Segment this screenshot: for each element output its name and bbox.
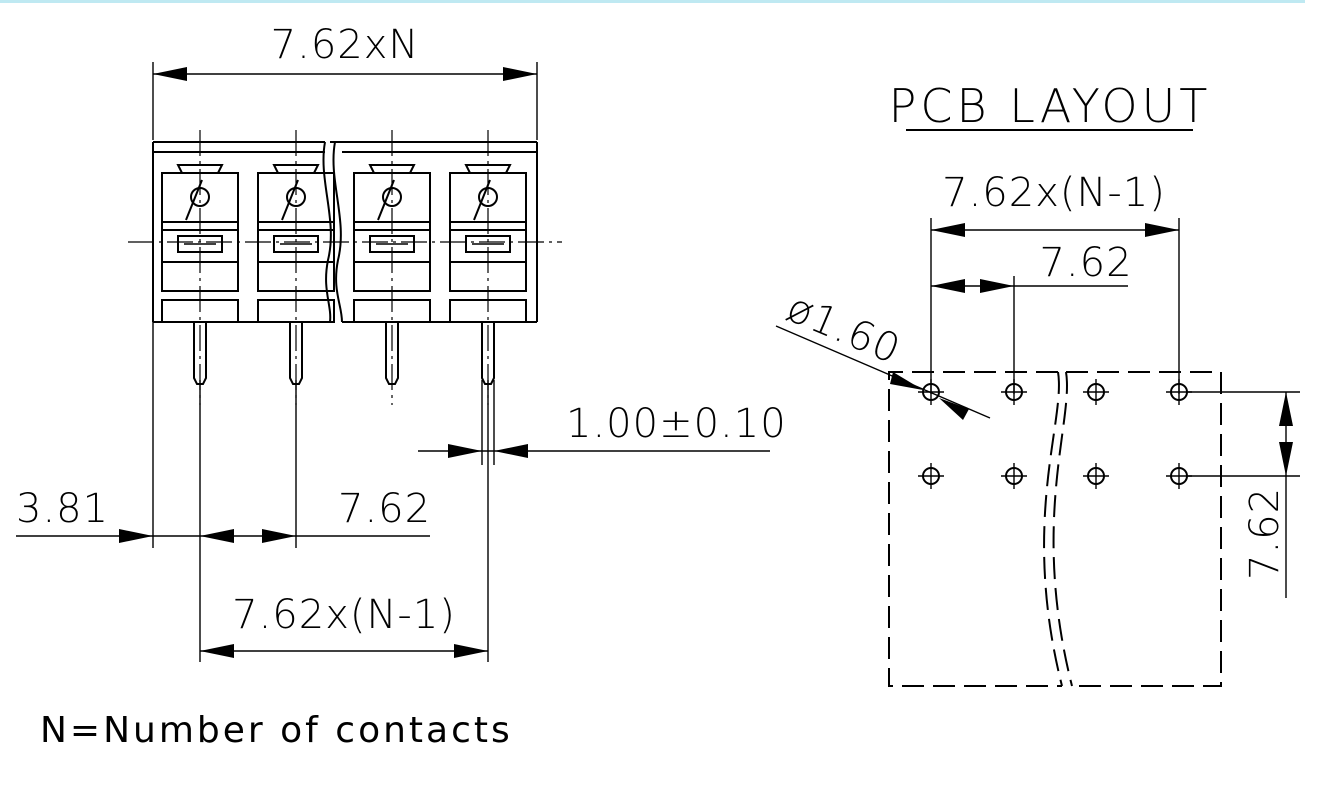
wire-clamp-slot [374, 240, 410, 246]
note-text: N=Number of contacts [40, 710, 513, 751]
board-outline-left [888, 371, 1062, 687]
arrowhead [931, 279, 965, 293]
arrowhead [262, 529, 296, 543]
pin-diameter-label: 1.00±0.10 [566, 401, 787, 447]
contact-cell [353, 130, 431, 405]
arrowhead [119, 529, 153, 543]
arrowhead [939, 398, 969, 420]
pitch-label: 7.62 [338, 486, 431, 532]
arrowhead [153, 67, 187, 81]
arrowhead [200, 529, 234, 543]
screw-tab [272, 164, 320, 174]
arrowhead [448, 444, 482, 458]
arrowhead [1279, 442, 1293, 476]
overall-width-label: 7.62xN [271, 22, 420, 68]
contact-cell [257, 130, 335, 405]
wire-clamp-slot [278, 240, 314, 246]
arrowhead [1279, 392, 1293, 426]
arrowhead [931, 223, 965, 237]
arrowhead [980, 279, 1014, 293]
contact-cell [161, 130, 239, 405]
screw-slot [185, 179, 203, 221]
hole-pitch-label: 7.62 [1039, 240, 1132, 286]
pcb-hole [1083, 463, 1109, 489]
arrowhead [200, 644, 234, 658]
arrowhead [890, 372, 923, 390]
pcb-layout-view: PCB LAYOUT 7.62x(N-1) 7.62 ø1.60 [775, 79, 1300, 687]
pcb-hole [1001, 379, 1027, 405]
pcb-hole [918, 463, 944, 489]
arrowhead [503, 67, 537, 81]
wire-clamp-slot [182, 240, 218, 246]
contact-cell [449, 130, 527, 405]
pcb-hole [918, 379, 944, 405]
break-curve [1052, 371, 1073, 687]
screw-tab [176, 164, 224, 174]
terminal-block-front-view: 7.62xN 3.81 7.62 7.62x(N-1) [16, 22, 787, 662]
screw-slot [473, 179, 491, 221]
hole-diameter-label: ø1.60 [780, 285, 907, 374]
break-line [322, 141, 332, 323]
wire-clamp-slot [470, 240, 506, 246]
pin-span-label: 7.62x(N-1) [232, 592, 456, 638]
hole-span-label: 7.62x(N-1) [942, 170, 1166, 216]
pcb-hole [1083, 379, 1109, 405]
screw-tab [464, 164, 512, 174]
arrowhead [1145, 223, 1179, 237]
board-outline-right [1066, 371, 1222, 687]
break-curve [1043, 371, 1063, 687]
screw-tab [368, 164, 416, 174]
arrowhead [454, 644, 488, 658]
arrowhead [494, 444, 528, 458]
edge-offset-label: 3.81 [16, 486, 109, 532]
row-pitch-label: 7.62 [1242, 487, 1288, 580]
top-border [0, 0, 1305, 3]
pin [385, 322, 399, 385]
pcb-hole [1001, 463, 1027, 489]
leader-line-hole-diameter [775, 325, 991, 419]
screw-slot [281, 179, 299, 221]
screw-slot [377, 179, 395, 221]
pcb-layout-title: PCB LAYOUT [889, 79, 1212, 133]
